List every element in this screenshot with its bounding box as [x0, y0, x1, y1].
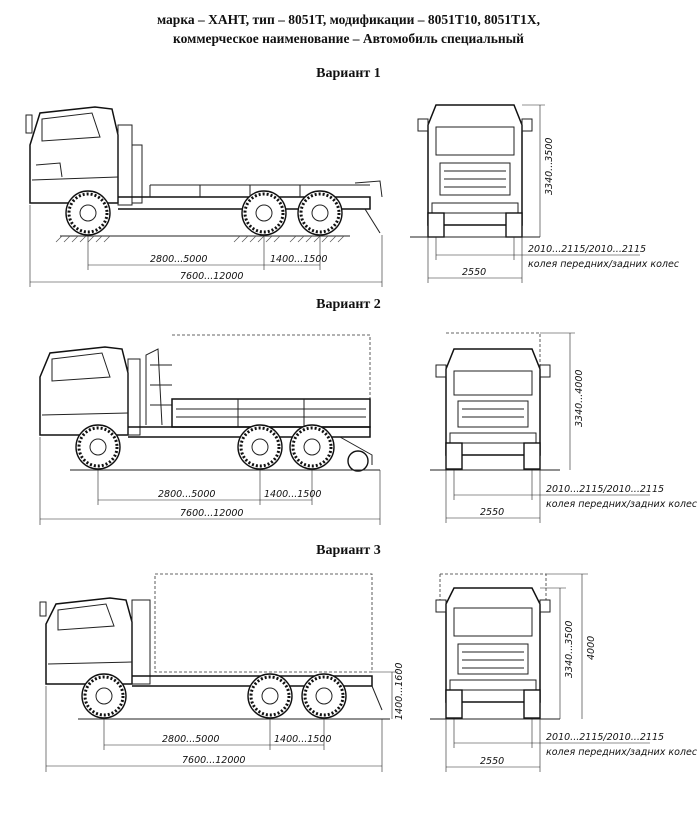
track-dim: 2010...2115/2010...2115: [528, 244, 646, 255]
height-dim: 3340...4000: [574, 370, 585, 427]
track-note: колея передних/задних колес: [546, 747, 697, 758]
truck-side-view: [39, 334, 380, 472]
variant-2-drawing: 2800...5000 1400...1500 7600...12000 334…: [39, 332, 697, 525]
truck-side-view: [25, 106, 383, 243]
length-dim: 7600...12000: [180, 271, 243, 282]
truck-front-view: [430, 573, 560, 720]
truck-side-view: [39, 573, 390, 720]
track-dim: 2010...2115/2010...2115: [546, 484, 664, 495]
variant-1-label: Вариант 1: [316, 66, 381, 81]
width-dim: 2550: [480, 507, 504, 518]
front-dimensions: 3340...4000 2010...2115/2010...2115 коле…: [445, 332, 697, 523]
rear-bogie-dim: 1400...1500: [274, 734, 331, 745]
height-dim: 3340...3500: [544, 138, 555, 195]
variant-3-drawing: 1400...1600 2800...5000 1400...1500 7600…: [39, 573, 697, 772]
variant-3-label: Вариант 3: [316, 543, 381, 558]
truck-front-view: [410, 104, 540, 238]
height-dim: 3340...3500: [564, 621, 575, 678]
rear-bogie-dim: 1400...1500: [270, 254, 327, 265]
width-dim: 2550: [480, 756, 504, 767]
variant-2-label: Вариант 2: [316, 297, 381, 312]
frame-height-dim: 1400...1600: [394, 663, 405, 720]
length-dim: 7600...12000: [182, 755, 245, 766]
width-dim: 2550: [462, 267, 486, 278]
length-dim: 7600...12000: [180, 508, 243, 519]
variant-1-drawing: 2800...5000 1400...1500 7600...12000 334…: [25, 104, 680, 287]
header-line-2: коммерческое наименование – Автомобиль с…: [173, 31, 524, 46]
side-dimensions: 2800...5000 1400...1500 7600...12000: [39, 437, 381, 525]
wheelbase-dim: 2800...5000: [162, 734, 219, 745]
track-note: колея передних/задних колес: [546, 499, 697, 510]
front-dimensions: 3340...3500 2010...2115/2010...2115 коле…: [427, 104, 680, 283]
wheelbase-dim: 2800...5000: [150, 254, 207, 265]
front-dimensions: 3340...3500 4000 2010...2115/2010...2115…: [445, 573, 697, 772]
truck-front-view: [430, 332, 560, 471]
side-dimensions: 2800...5000 1400...1500 7600...12000: [29, 205, 383, 287]
header-line-1: марка – ХАНТ, тип – 8051Т, модификации –…: [156, 12, 541, 27]
track-note: колея передних/задних колес: [528, 259, 680, 270]
height-total-dim: 4000: [586, 636, 597, 660]
wheelbase-dim: 2800...5000: [158, 489, 215, 500]
side-dimensions: 1400...1600 2800...5000 1400...1500 7600…: [45, 663, 405, 772]
track-dim: 2010...2115/2010...2115: [546, 732, 664, 743]
rear-bogie-dim: 1400...1500: [264, 489, 321, 500]
